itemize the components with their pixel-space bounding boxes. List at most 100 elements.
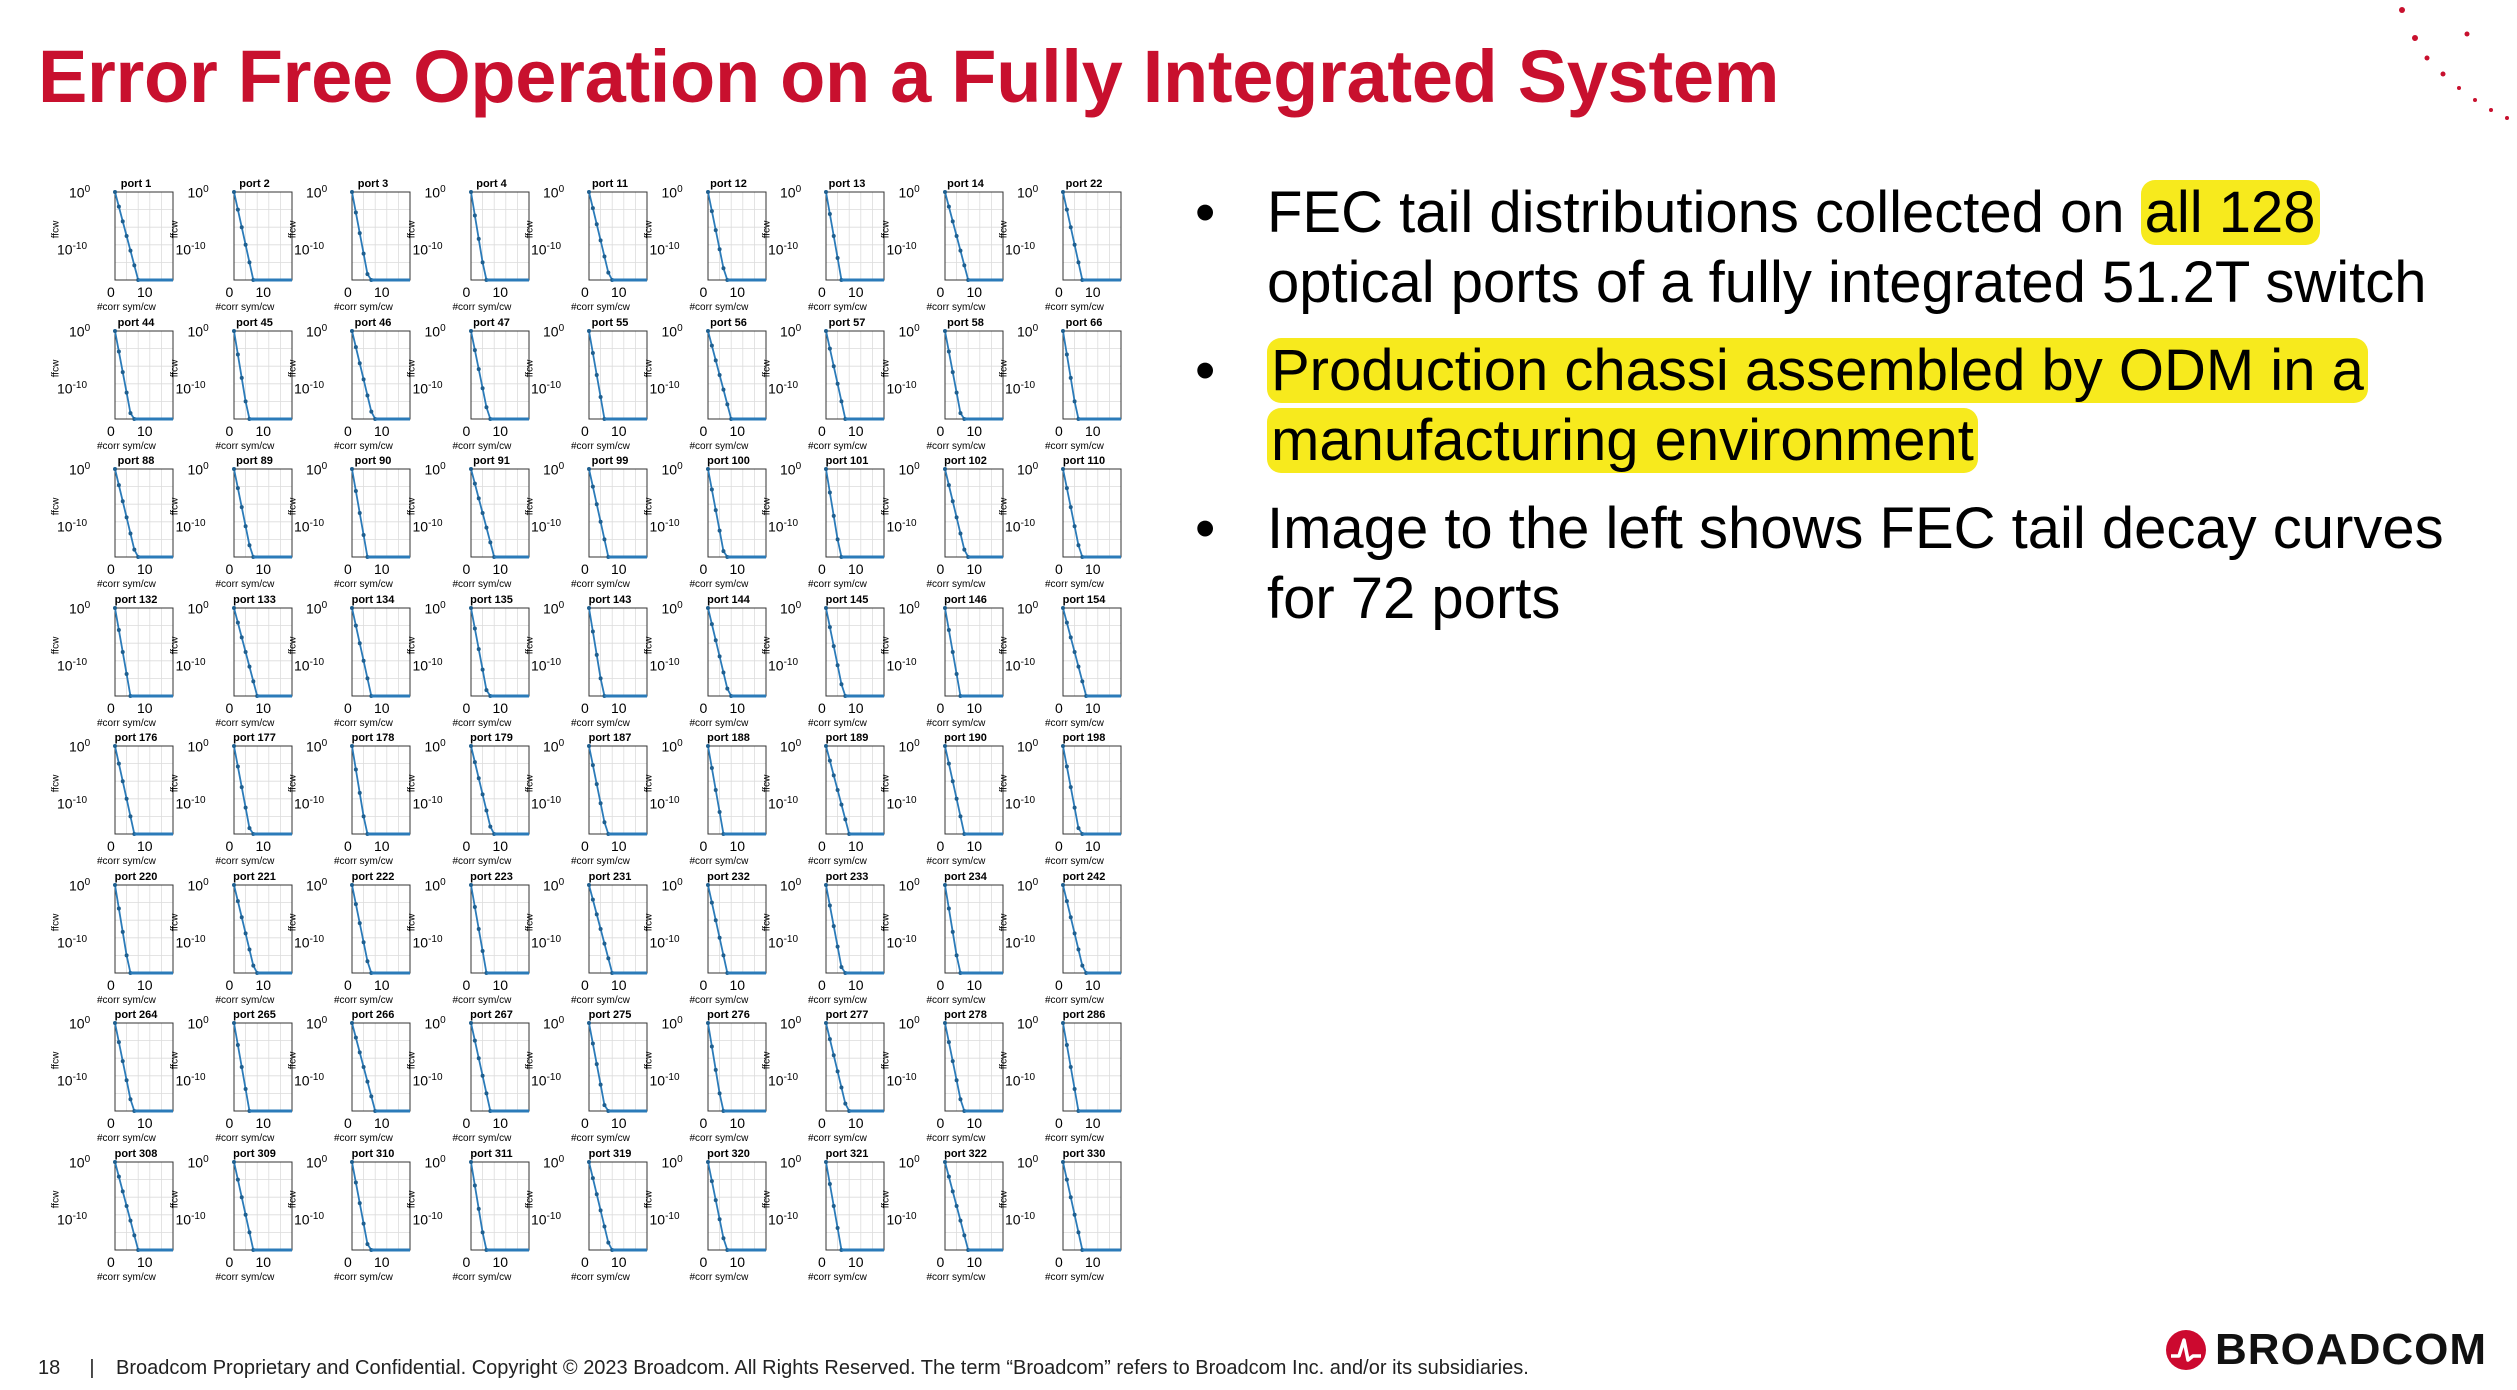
plot-axes-box — [351, 607, 411, 696]
plot-title: port 278 — [944, 1009, 987, 1021]
y-tick-exponent: 0 — [440, 599, 446, 611]
x-axis-label: #corr sym/cw — [926, 1271, 986, 1283]
y-tick-top: 100 — [424, 1153, 446, 1171]
y-axis-label: ffcw — [50, 497, 62, 516]
x-axis-label: #corr sym/cw — [452, 994, 512, 1006]
y-axis-label: ffcw — [998, 497, 1010, 516]
data-point — [113, 190, 117, 194]
y-tick-bottom: 10-10 — [57, 241, 88, 258]
y-tick-exponent: -10 — [546, 241, 562, 252]
plot-axes-box — [351, 1022, 411, 1112]
data-point — [843, 1101, 848, 1106]
fec-plot-svg — [1061, 1021, 1122, 1113]
data-point — [835, 1225, 840, 1230]
data-point — [1076, 947, 1081, 952]
data-point — [598, 238, 603, 243]
decay-curve — [469, 745, 529, 835]
plot-axes-box — [114, 1161, 174, 1250]
data-point — [587, 744, 591, 748]
data-point — [705, 744, 710, 748]
data-point — [128, 410, 133, 415]
y-tick-exponent: -10 — [902, 1072, 917, 1083]
x-axis-label: #corr sym/cw — [334, 1271, 393, 1283]
decay-curve — [943, 1022, 1003, 1112]
fec-plot-svg — [468, 467, 529, 559]
x-axis-label: #corr sym/cw — [334, 856, 393, 867]
data-point — [353, 210, 358, 215]
x-axis-label: #corr sym/cw — [334, 440, 393, 452]
x-tick-label: 0 — [1055, 838, 1063, 854]
y-axis-label: ffcw — [50, 636, 62, 654]
y-tick-bottom: 10-10 — [412, 241, 443, 258]
plot-axes-box — [470, 468, 529, 558]
x-tick-label: 0 — [936, 699, 945, 716]
data-point — [950, 499, 955, 504]
decay-curve — [351, 330, 410, 420]
plot-title: port 188 — [707, 732, 750, 744]
fec-plot-svg — [587, 467, 648, 559]
y-tick-bottom: 10-10 — [531, 656, 562, 674]
plot-title: port 320 — [707, 1147, 750, 1160]
plot-title: port 154 — [1062, 593, 1106, 606]
plot-axes-box — [233, 330, 292, 419]
y-tick-top: 100 — [1017, 322, 1039, 340]
y-tick-top: 100 — [424, 599, 446, 617]
y-tick-exponent: 0 — [203, 322, 209, 334]
y-tick-top: 100 — [898, 876, 920, 894]
plot-axes-box — [944, 191, 1003, 281]
y-tick-exponent: 0 — [440, 1015, 446, 1026]
data-point — [231, 190, 236, 194]
y-tick-top: 100 — [543, 184, 565, 201]
footer-text: Broadcom Proprietary and Confidential. C… — [116, 1357, 1529, 1379]
y-tick-top: 100 — [898, 461, 920, 478]
data-point — [602, 537, 607, 542]
y-axis-label: ffcw — [168, 220, 180, 239]
data-point — [361, 1221, 366, 1226]
y-tick-exponent: 0 — [84, 184, 91, 195]
data-point — [954, 796, 959, 801]
data-point — [720, 387, 725, 392]
y-tick-exponent: 0 — [795, 599, 802, 611]
decay-curve — [825, 745, 884, 835]
bullet-text: FEC tail distributions collected on — [1267, 180, 2141, 245]
data-point — [243, 1087, 248, 1091]
y-tick-exponent: 0 — [914, 738, 920, 749]
data-point — [942, 1021, 947, 1025]
plot-axes-box — [1062, 607, 1122, 696]
y-tick-bottom: 10-10 — [175, 379, 206, 397]
data-point — [116, 204, 121, 209]
plot-title: port 11 — [591, 178, 629, 190]
y-tick-top: 100 — [661, 1015, 683, 1032]
plot-axes-box — [470, 745, 529, 835]
fec-plot-svg — [942, 1021, 1003, 1113]
data-point — [239, 914, 244, 919]
data-point — [946, 905, 951, 910]
fec-plot-svg — [705, 190, 766, 282]
fec-plot-svg — [824, 744, 885, 836]
data-point — [476, 776, 481, 781]
plot-title: port 178 — [351, 732, 395, 744]
y-axis-label: ffcw — [879, 1190, 891, 1208]
data-point — [124, 671, 129, 676]
x-tick-label: 0 — [344, 976, 352, 993]
plot-axes-box — [351, 745, 411, 835]
plot-axes-box — [233, 191, 292, 281]
y-tick-exponent: -10 — [783, 518, 799, 529]
decay-curve — [1062, 468, 1121, 558]
fec-plot-svg — [705, 328, 766, 421]
decay-curve — [114, 1022, 173, 1112]
x-tick-label: 0 — [462, 976, 471, 993]
fec-plot-svg — [1061, 882, 1122, 975]
data-point — [246, 826, 251, 831]
y-tick-exponent: 0 — [1032, 876, 1039, 888]
y-tick-bottom: 10-10 — [649, 379, 680, 397]
y-tick-bottom: 10-10 — [768, 933, 799, 951]
x-tick-label: 0 — [107, 561, 115, 577]
broadcom-logo: BROADCOM — [2165, 1325, 2487, 1375]
